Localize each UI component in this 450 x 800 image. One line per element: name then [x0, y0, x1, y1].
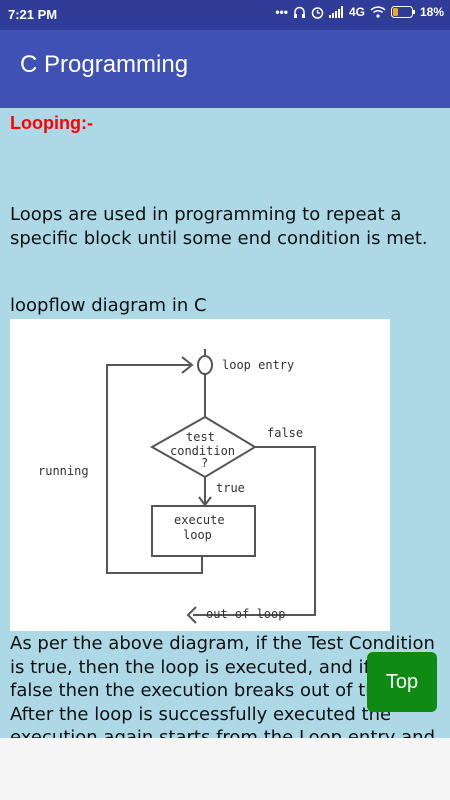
loop-entry-label: loop entry: [222, 358, 294, 372]
scroll-top-button[interactable]: Top: [367, 652, 437, 712]
network-type: 4G: [348, 5, 365, 19]
app-bar: C Programming: [0, 30, 450, 108]
status-bar: 7:21 PM ••• 4G 18%: [0, 0, 450, 30]
execute-box: [151, 505, 256, 557]
true-label: true: [216, 481, 245, 495]
loop-entry-node: [197, 355, 213, 375]
battery-icon: [390, 6, 415, 18]
wifi-icon: [370, 6, 386, 18]
diagram-caption: loopflow diagram in C: [10, 295, 207, 316]
battery-percent: 18%: [419, 5, 444, 19]
alarm-icon: [311, 6, 324, 19]
section-heading: Looping:-: [10, 113, 93, 133]
bottom-area: [0, 738, 450, 800]
signal-icon: [328, 6, 343, 18]
condition-text-3: ?: [201, 456, 208, 470]
headset-icon: [293, 6, 305, 18]
more-notifications-icon: •••: [275, 5, 288, 19]
out-of-loop-label: out of loop: [206, 607, 285, 621]
execute-text-1: execute: [174, 513, 225, 527]
explanation-paragraph: As per the above diagram, if the Test Co…: [10, 633, 438, 738]
condition-text-1: test: [186, 430, 215, 444]
condition-text-2: condition: [170, 444, 235, 458]
app-title: C Programming: [20, 51, 189, 78]
running-label: running: [38, 464, 89, 478]
execute-text-2: loop: [183, 528, 212, 542]
status-time: 7:21 PM: [8, 7, 58, 22]
status-icons: ••• 4G 18%: [275, 5, 444, 19]
intro-paragraph: Loops are used in programming to repeat …: [10, 204, 428, 249]
loop-flow-diagram: loop entry test condition ? false true r…: [10, 319, 390, 631]
false-label: false: [267, 426, 303, 440]
content-area[interactable]: Looping:- Loops are used in programming …: [0, 108, 450, 738]
